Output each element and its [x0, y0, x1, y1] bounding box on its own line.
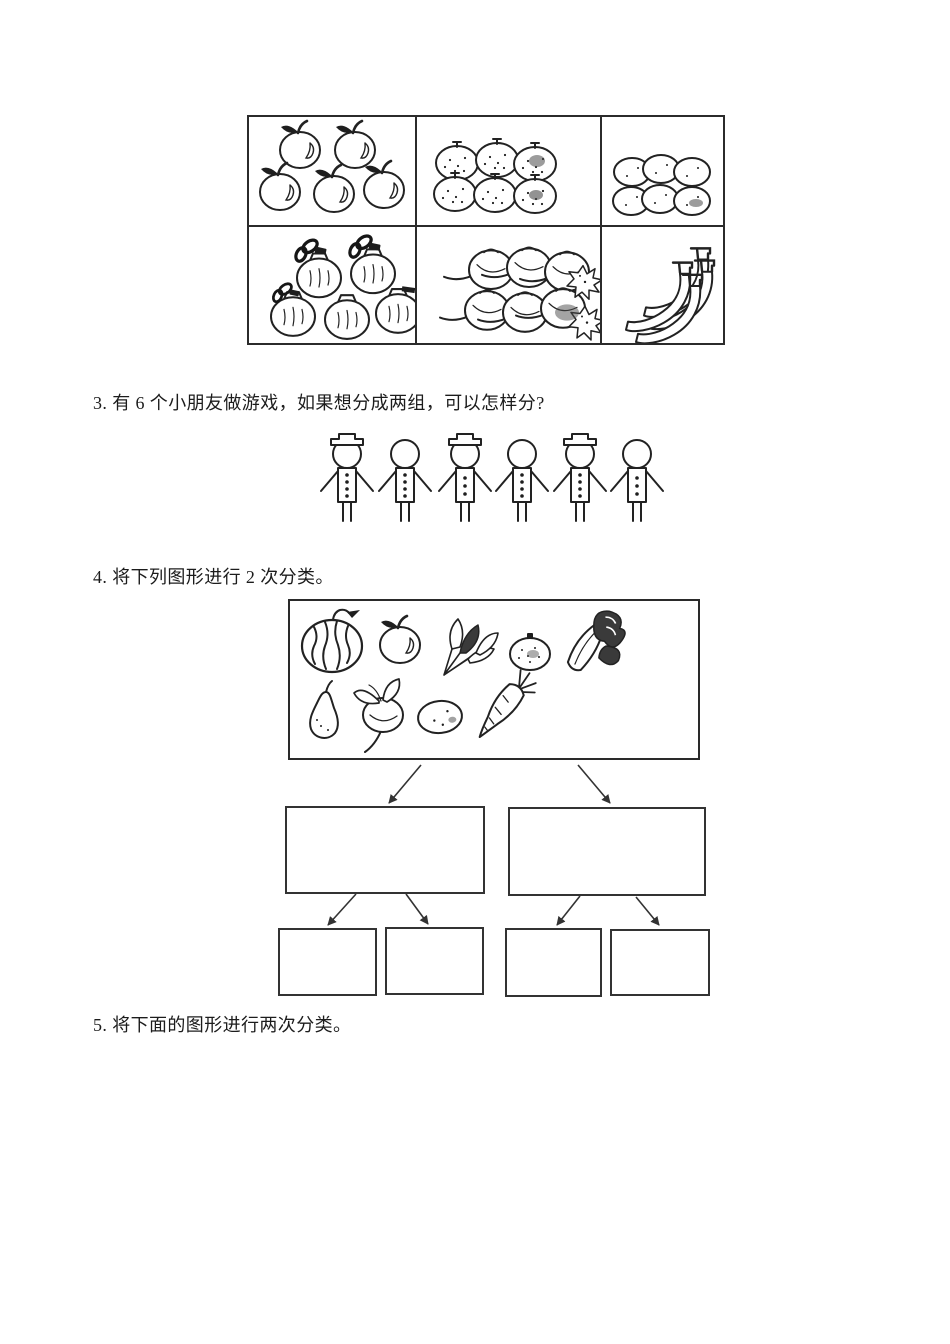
table-cell-apples [249, 117, 417, 227]
table-cell-turnips [417, 227, 602, 343]
table-cell-bananas [602, 227, 723, 343]
arrow-left-1 [327, 893, 357, 926]
arrow-right-2 [635, 896, 660, 926]
pear-drawing [309, 680, 339, 739]
arrow-top-right [577, 764, 611, 804]
radish-drawing [353, 678, 404, 753]
table-cell-oranges [417, 117, 602, 227]
apples-drawing [258, 119, 406, 214]
spinach-drawing [443, 618, 499, 676]
tied-bags-drawing [269, 231, 415, 340]
eggs-drawing [612, 154, 711, 216]
children-figures-drawing [320, 433, 664, 522]
classification-items-drawing [300, 608, 626, 753]
classification-items-box [288, 599, 700, 760]
answer-box-level2-3 [505, 928, 602, 997]
answer-box-level2-2 [385, 927, 484, 995]
orange-drawing [509, 633, 551, 671]
question-5-text: 5. 将下面的图形进行两次分类。 [93, 1015, 352, 1035]
arrow-top-left [388, 764, 422, 804]
apple-drawing [378, 614, 422, 665]
potato-drawing [417, 699, 463, 735]
answer-box-level2-4 [610, 929, 710, 996]
arrow-right-1 [556, 895, 581, 926]
bananas-drawing [624, 247, 716, 343]
table-cell-eggs [602, 117, 723, 227]
arrow-left-2 [405, 893, 429, 925]
oranges-drawing [433, 138, 557, 214]
watermelon-drawing [300, 608, 364, 674]
table-row [249, 227, 723, 343]
fruit-count-table [247, 115, 725, 345]
answer-box-level1-right [508, 807, 706, 896]
carrot-drawing [478, 669, 537, 739]
cabbage-drawing [566, 610, 626, 672]
answer-box-level1-left [285, 806, 485, 894]
table-row [249, 117, 723, 227]
question-4-text: 4. 将下列图形进行 2 次分类。 [93, 567, 334, 587]
answer-box-level2-1 [278, 928, 377, 996]
question-3-text: 3. 有 6 个小朋友做游戏，如果想分成两组，可以怎样分? [93, 393, 545, 413]
table-cell-bags [249, 227, 417, 343]
turnips-drawing [438, 246, 600, 341]
